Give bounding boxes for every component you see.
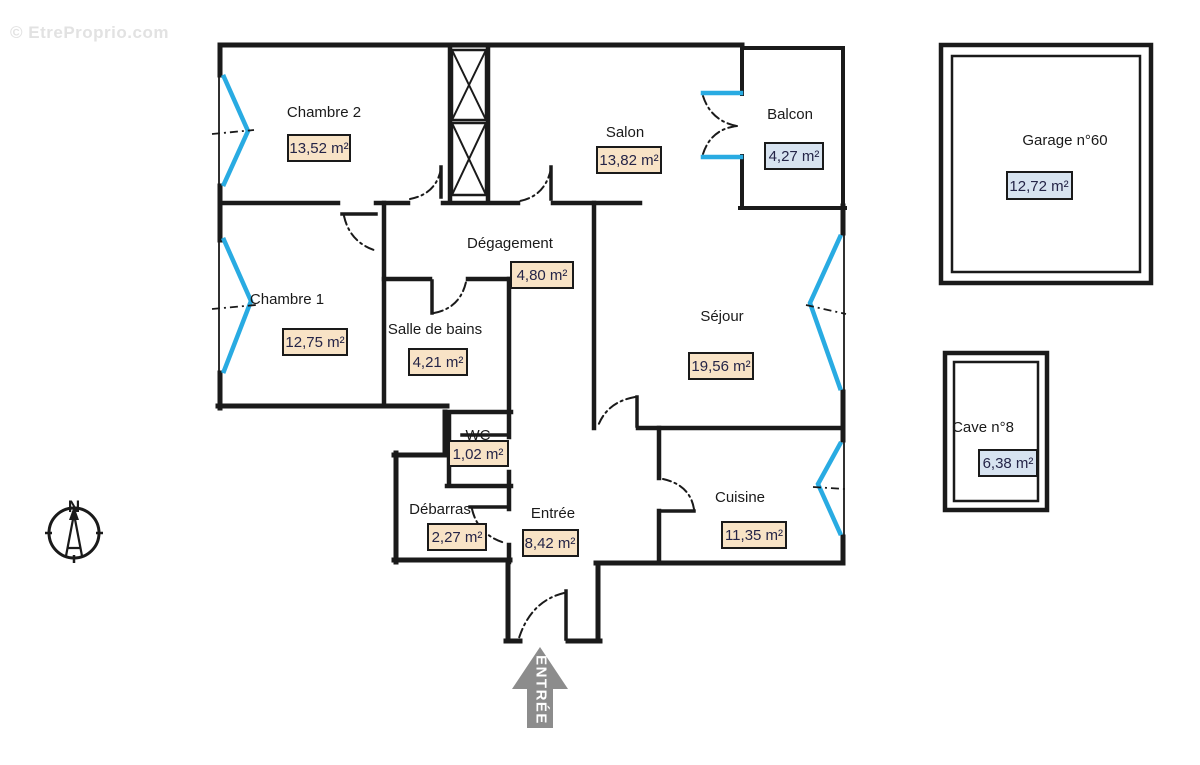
room-name: Débarras [409,501,471,518]
area-value: 4,21 m² [413,354,464,371]
room-name: Cave n°8 [952,419,1014,436]
area-badge [408,348,468,376]
entrance-arrow-label: ENTRÉE [533,655,550,725]
area-value: 13,82 m² [599,152,658,169]
area-badge [978,449,1038,477]
area-value: 6,38 m² [983,455,1034,472]
room-label-debarras: Débarras 2,27 m² [409,501,487,551]
area-value: 19,56 m² [691,358,750,375]
doors [340,95,738,641]
room-name: WC [466,427,491,444]
area-badge [764,142,824,170]
apartment-walls [215,42,847,644]
garage-outline [938,42,1154,286]
room-label-garage: Garage n°60 12,72 m² [1006,132,1108,200]
area-badge [427,523,487,551]
area-value: 11,35 m² [725,527,783,544]
room-name: Chambre 2 [287,104,361,121]
window-swing-marks [211,129,847,490]
area-badge [721,521,787,549]
room-label-wc: WC 1,02 m² [448,427,509,467]
area-badge [522,529,579,557]
room-name: Salon [606,124,644,141]
room-name: Balcon [767,106,813,123]
watermark-text: © EtreProprio.com [10,23,169,42]
room-label-degagement: Dégagement 4,80 m² [467,235,574,289]
duct-shaft-icon [450,48,488,197]
room-name: Chambre 1 [250,291,324,308]
area-badge [1006,171,1073,200]
room-label-salle-de-bains: Salle de bains 4,21 m² [388,321,482,376]
room-label-salon: Salon 13,82 m² [596,124,662,174]
area-value: 12,72 m² [1009,178,1068,195]
entrance-arrow-icon: ENTRÉE [512,647,568,728]
room-label-balcon: Balcon 4,27 m² [764,106,824,170]
area-value: 13,52 m² [289,140,348,157]
room-name: Séjour [700,308,743,325]
area-value: 4,27 m² [769,148,820,165]
room-name: Dégagement [467,235,554,252]
area-badge [448,440,509,467]
room-label-chambre-2: Chambre 2 13,52 m² [287,104,361,162]
area-value: 2,27 m² [432,529,483,546]
room-name: Garage n°60 [1022,132,1107,149]
area-badge [282,328,348,356]
room-label-cuisine: Cuisine 11,35 m² [715,489,787,549]
room-name: Entrée [531,505,575,522]
room-label-entree: Entrée 8,42 m² [522,505,579,557]
area-value: 4,80 m² [517,267,568,284]
area-value: 1,02 m² [453,446,504,463]
area-value: 12,75 m² [285,334,344,351]
room-label-cave: Cave n°8 6,38 m² [952,419,1038,477]
area-badge [287,134,351,162]
cave-outline [942,350,1050,513]
room-label-sejour: Séjour 19,56 m² [688,308,754,380]
compass-north-icon: N [45,497,103,563]
room-name: Cuisine [715,489,765,506]
area-badge [688,352,754,380]
room-name: Salle de bains [388,321,482,338]
area-badge [510,261,574,289]
area-badge [596,146,662,174]
area-value: 8,42 m² [525,535,576,552]
compass-n-label: N [68,497,80,516]
room-label-chambre-1: Chambre 1 12,75 m² [250,291,348,356]
